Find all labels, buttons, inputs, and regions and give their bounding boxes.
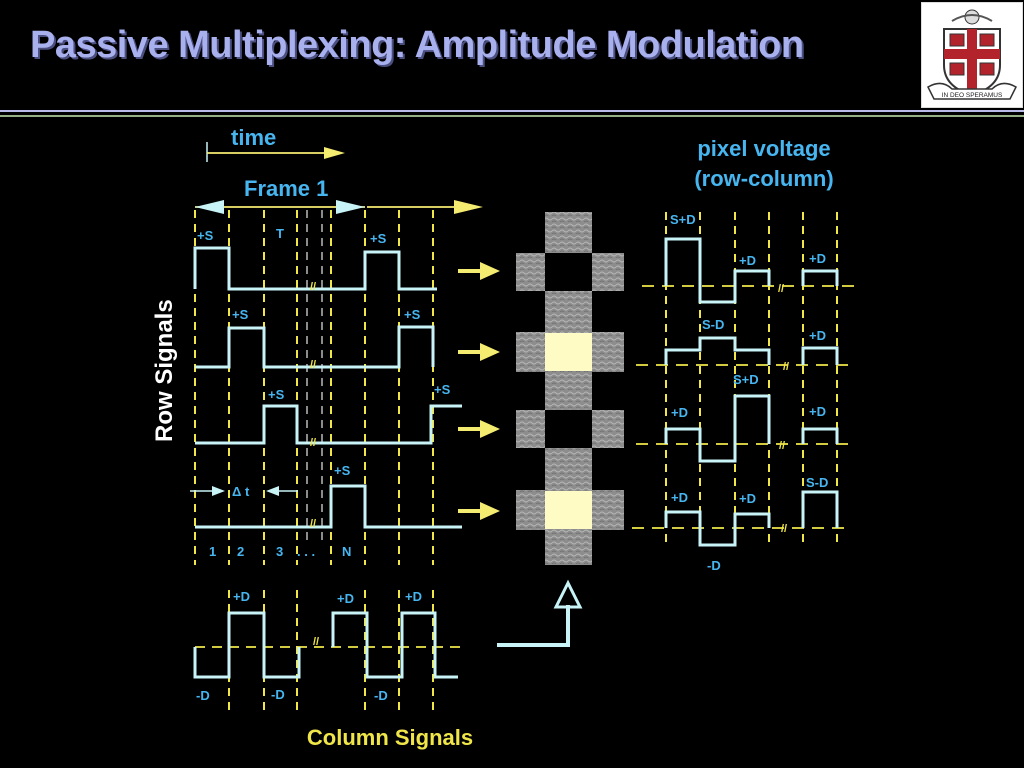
pixel-voltage-sublabel: (row-column) (694, 166, 833, 191)
row-signal-3 (195, 404, 462, 445)
break-mark: // (781, 523, 787, 535)
pixel-voltage-value: +D (809, 328, 826, 343)
row-signal-label: +S (434, 382, 451, 397)
pixel-voltage-value: +D (739, 253, 756, 268)
frame-span-left-head (195, 200, 224, 214)
row-signal-label: +S (404, 307, 421, 322)
row-signal-label: +S (334, 463, 351, 478)
period-label: T (276, 226, 284, 241)
row-signal-label: +S (268, 387, 285, 402)
time-arrow-head (324, 147, 345, 159)
pixel-voltage-2 (664, 336, 839, 365)
break-mark: // (310, 359, 316, 371)
row-signal-label: +S (232, 307, 249, 322)
break-mark: // (310, 518, 316, 530)
pixel-voltage-4 (664, 490, 839, 547)
row-signal-2 (195, 325, 435, 369)
row-signal-label: +S (370, 231, 387, 246)
pixel-voltage-1 (664, 237, 839, 304)
pixel-voltage-value: +D (671, 490, 688, 505)
pixel-array (516, 212, 624, 565)
pixel-voltage-label: pixel voltage (697, 136, 830, 161)
column-signals-label: Column Signals (307, 725, 473, 750)
column-signal-label: -D (374, 688, 388, 703)
pixel-voltage-value: S-D (702, 317, 724, 332)
pixel-voltage-waveforms (664, 237, 839, 547)
row-timing-gridlines (194, 210, 434, 565)
column-signal-label: -D (196, 688, 210, 703)
delta-t-marker: Δ t (190, 484, 298, 499)
pixel-voltage-3 (664, 394, 839, 463)
slide-title: Passive Multiplexing: Amplitude Modulati… (30, 24, 804, 66)
column-signal-label: -D (271, 687, 285, 702)
break-mark: // (778, 283, 784, 295)
row-signal-1 (193, 246, 437, 291)
slot-number: N (342, 544, 351, 559)
brown-university-crest-logo: IN DEO SPERAMUS (921, 2, 1023, 108)
crest-motto: IN DEO SPERAMUS (942, 92, 1003, 99)
row-to-pixel-arrows (458, 262, 500, 520)
break-mark: // (310, 281, 316, 293)
row-signal-waveforms (193, 246, 462, 529)
pixel-voltage-value: S+D (733, 372, 759, 387)
frame-label: Frame 1 (244, 176, 328, 201)
slot-number: . . . (297, 544, 315, 559)
delta-t-label: Δ t (232, 484, 250, 499)
frame-span-right-head (336, 200, 365, 214)
column-to-pixel-arrow (497, 579, 583, 647)
column-signal-waveform (193, 611, 458, 679)
pixel-zero-baselines (632, 285, 862, 529)
slot-number: 1 (209, 544, 216, 559)
pixel-voltage-value: +D (809, 251, 826, 266)
time-label: time (231, 125, 276, 150)
break-mark: // (313, 636, 319, 648)
pixel-on (545, 333, 592, 371)
next-frame-arrow-head (454, 200, 483, 214)
pixel-voltage-value: -D (707, 558, 721, 573)
pixel-voltage-value: +D (739, 491, 756, 506)
pixel-voltage-value: S-D (806, 475, 828, 490)
pixel-off (545, 410, 592, 448)
crest-icon: IN DEO SPERAMUS (927, 9, 1017, 100)
slot-number: 3 (276, 544, 283, 559)
break-mark: // (779, 440, 785, 452)
row-signal-4 (195, 484, 462, 529)
column-signal-label: +D (405, 589, 422, 604)
row-break-gridlines (306, 210, 323, 540)
column-signal-label: +D (233, 589, 250, 604)
pixel-on (545, 491, 592, 529)
pixel-voltage-value: S+D (670, 212, 696, 227)
row-signals-label: Row Signals (151, 299, 178, 442)
break-mark: // (783, 361, 789, 373)
break-mark: // (310, 437, 316, 449)
pixel-voltage-value: +D (671, 405, 688, 420)
pixel-off (545, 253, 592, 291)
row-signal-label: +S (197, 228, 214, 243)
slot-number: 2 (237, 544, 244, 559)
pixel-voltage-value: +D (809, 404, 826, 419)
column-signal-label: +D (337, 591, 354, 606)
